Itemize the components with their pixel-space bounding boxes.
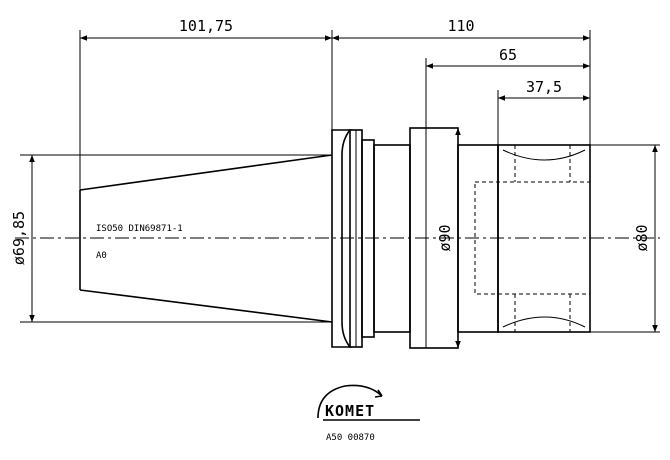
logo-part-number: A50 00870: [326, 433, 375, 443]
form-annotation: A0: [96, 251, 107, 261]
logo-brand: KOMET: [325, 402, 375, 420]
bore-hidden-lines: [474, 145, 591, 332]
dim-label-left: 101,75: [179, 17, 233, 35]
holder-body: [373, 127, 591, 349]
extension-lines: [20, 30, 660, 333]
taper-cone: [79, 154, 333, 323]
dim-label-65: 65: [499, 46, 517, 64]
dim-label-dia-mid: ø90: [436, 224, 454, 251]
collet-profile-top: [502, 149, 586, 161]
dim-label-37: 37,5: [526, 78, 562, 96]
logo-swoosh-icon: [317, 384, 383, 419]
standard-annotation: ISO50 DIN69871-1: [96, 224, 183, 234]
collet-profile-bottom: [502, 316, 586, 328]
dim-label-dia-flange: ø69,85: [10, 211, 28, 265]
flange: [331, 129, 375, 348]
dim-label-right: 110: [447, 17, 474, 35]
komet-logo: KOMET A50 00870: [317, 384, 420, 443]
dim-label-dia-end: ø80: [633, 224, 651, 251]
